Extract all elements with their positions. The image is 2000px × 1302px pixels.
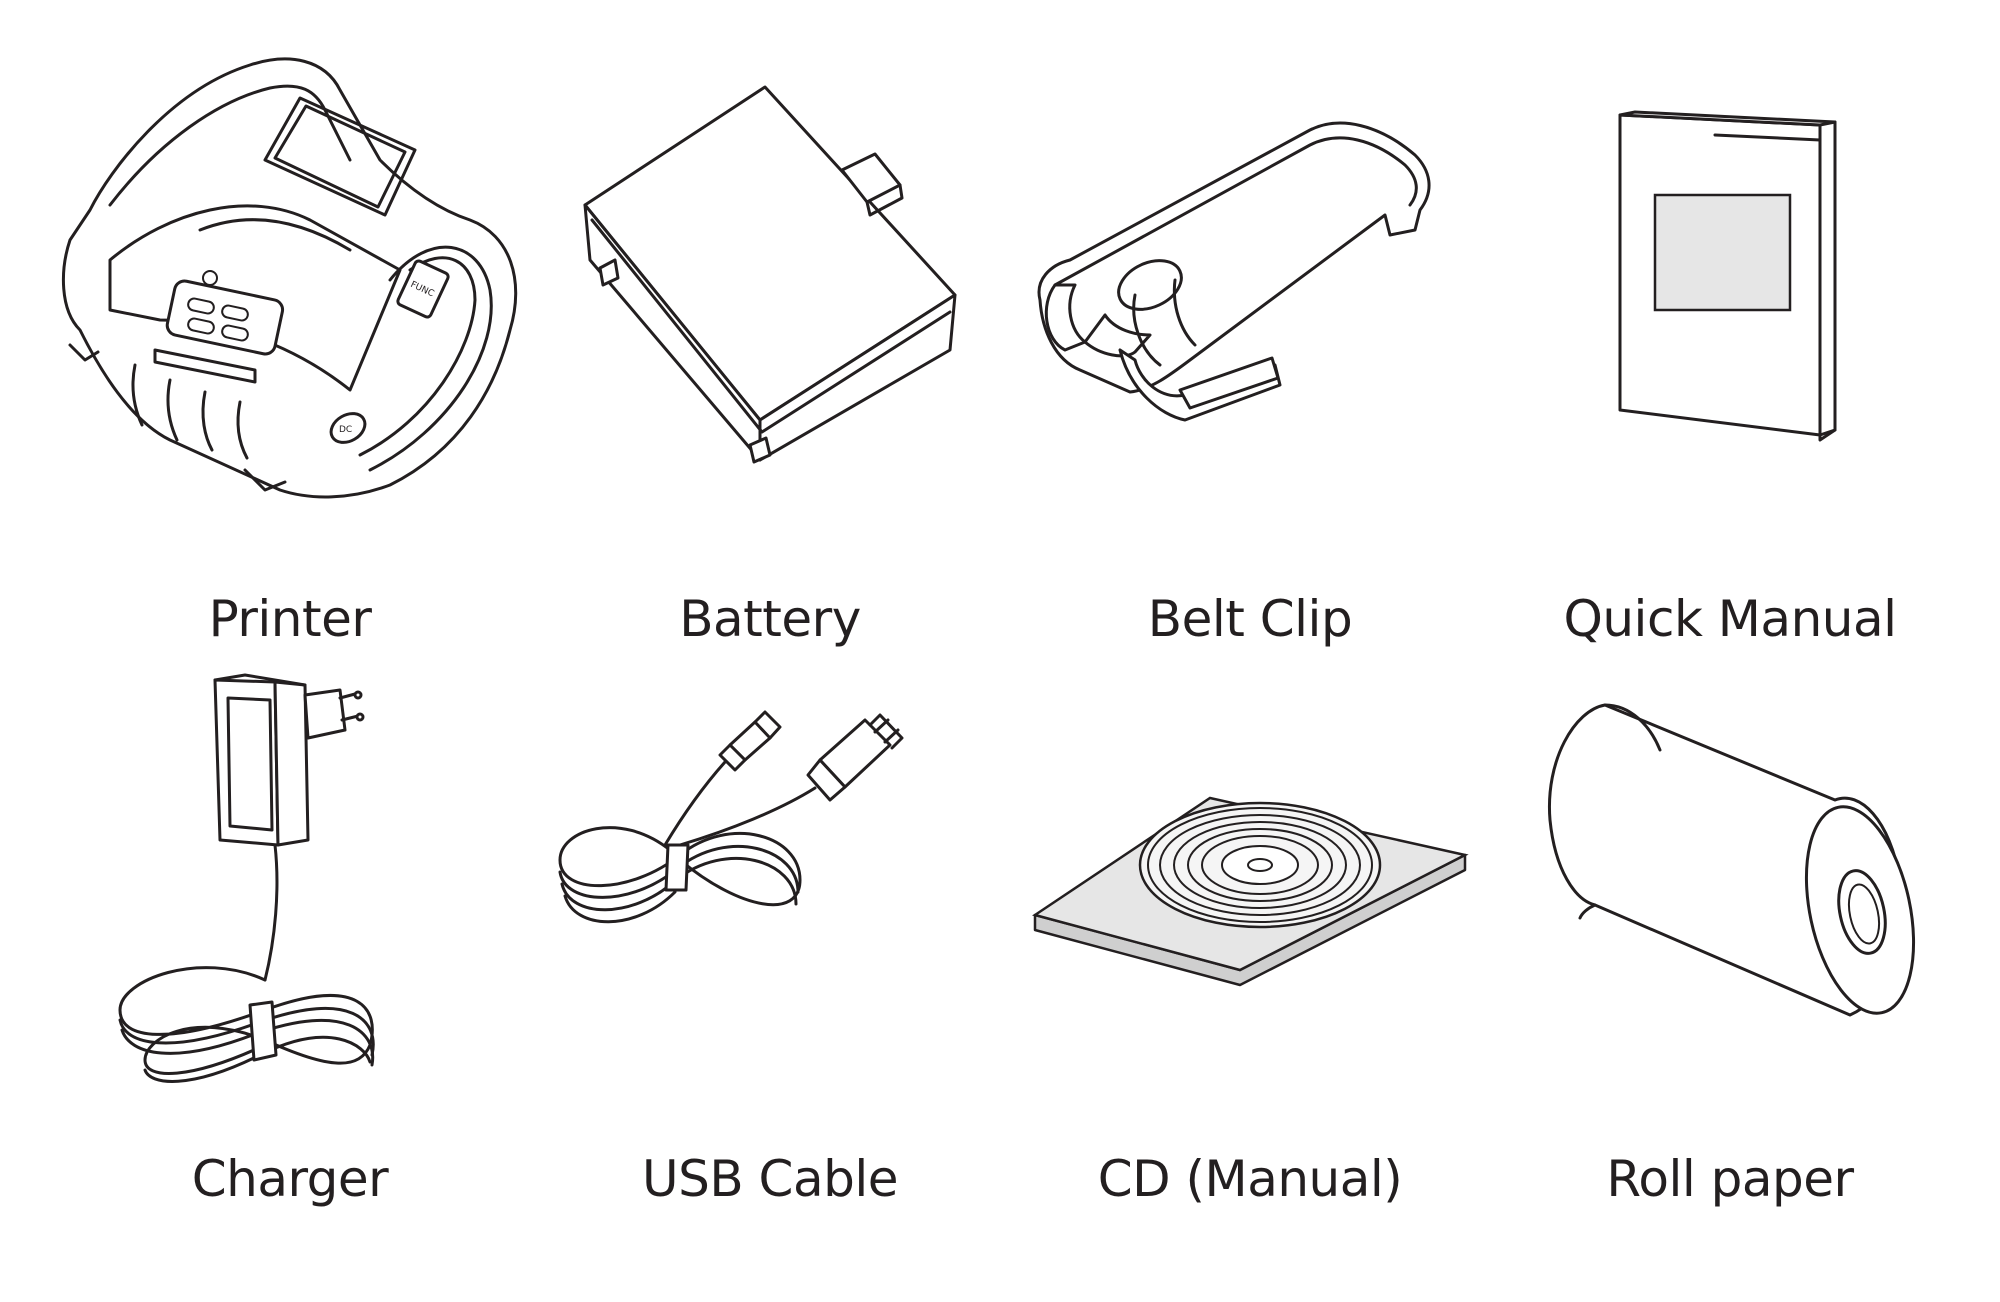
battery-icon <box>530 30 1010 510</box>
quick-manual-icon <box>1490 30 1970 510</box>
charger-icon <box>50 650 530 1130</box>
item-label: Roll paper <box>1606 1150 1854 1208</box>
item-label: Printer <box>208 590 372 648</box>
item-quick-manual: Quick Manual <box>1490 30 1970 648</box>
printer-port-text: DC <box>339 425 352 435</box>
item-printer: FUNC DC Printer <box>50 30 530 648</box>
item-belt-clip: Belt Clip <box>1010 30 1490 648</box>
item-label: CD (Manual) <box>1097 1150 1403 1208</box>
usb-cable-icon <box>530 650 1010 1130</box>
item-label: USB Cable <box>642 1150 898 1208</box>
printer-icon: FUNC DC <box>50 30 530 510</box>
item-cd: CD (Manual) <box>1010 650 1490 1220</box>
item-battery: Battery <box>530 30 1010 648</box>
item-charger: Charger <box>50 650 530 1220</box>
item-roll-paper: Roll paper <box>1490 650 1970 1220</box>
item-usb-cable: USB Cable <box>530 650 1010 1220</box>
item-label: Quick Manual <box>1563 590 1897 648</box>
item-label: Charger <box>191 1150 389 1208</box>
item-label: Belt Clip <box>1147 590 1353 648</box>
item-label: Battery <box>679 590 861 648</box>
roll-paper-icon <box>1490 650 1970 1130</box>
belt-clip-icon <box>1010 30 1490 510</box>
cd-icon <box>1010 650 1490 1130</box>
